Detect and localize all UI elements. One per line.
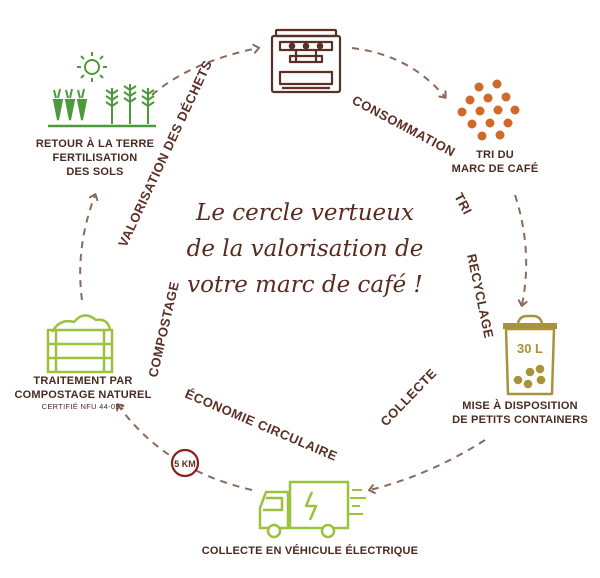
electric-truck-icon: [258, 480, 366, 539]
arrow-to-field: [79, 193, 99, 301]
distance-badge: 5 KM: [170, 448, 200, 478]
container-volume: 30 L: [517, 341, 543, 356]
label-retour-terre: RETOUR À LA TERRE FERTILISATION DES SOLS: [35, 138, 155, 178]
certification-note: CERTIFIÉ NFU 44-051: [41, 402, 125, 411]
title-line-1: Le cercle vertueux: [196, 200, 414, 226]
arc-label-tri: TRI: [451, 190, 475, 217]
arc-label-collecte: COLLECTE: [377, 365, 439, 429]
arrow-to-grounds: [351, 47, 447, 99]
arc-label-recyclage: RECYCLAGE: [464, 253, 497, 340]
label-traitement: TRAITEMENT PAR COMPOSTAGE NATUREL CERTIF…: [8, 374, 158, 412]
compost-bin-icon: [46, 314, 114, 374]
arrow-to-container: [514, 194, 528, 307]
field-plants-icon: [48, 52, 156, 128]
label-collecte-vehicule: COLLECTE EN VÉHICULE ÉLECTRIQUE: [201, 545, 419, 557]
arrow-to-truck: [368, 439, 486, 494]
svg-text:5 KM: 5 KM: [174, 459, 196, 469]
arrow-to-machine: [151, 43, 260, 96]
title-line-3: votre marc de café !: [187, 272, 423, 298]
title-line-2: de la valorisation de: [186, 236, 424, 262]
arc-label-compostage: COMPOSTAGE: [145, 280, 182, 379]
label-tri-marc: TRI DU MARC DE CAFÉ: [451, 149, 539, 175]
coffee-grounds-icon: [457, 79, 520, 141]
label-mise-disposition: MISE À DISPOSITION DE PETITS CONTAINERS: [452, 400, 588, 426]
espresso-machine-icon: [270, 28, 342, 94]
arc-label-economie: ÉCONOMIE CIRCULAIRE: [183, 386, 340, 464]
container-icon: 30 L: [503, 314, 557, 396]
diagram-title: Le cercle vertueux de la valorisation de…: [180, 195, 430, 303]
